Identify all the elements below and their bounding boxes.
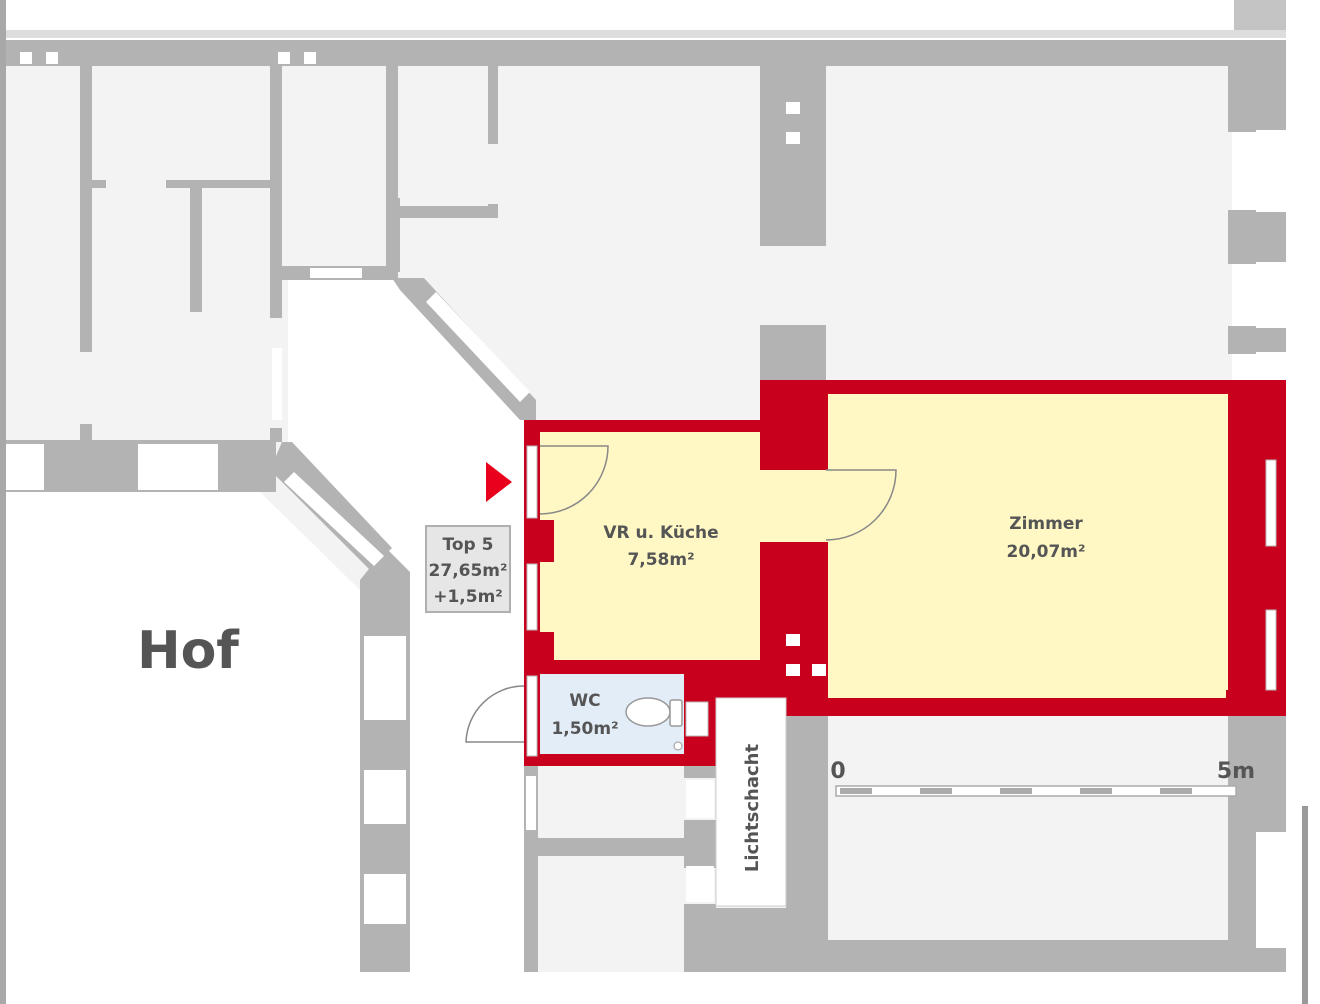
room-zimmer-name: Zimmer — [1009, 514, 1083, 534]
top-right-block — [1234, 0, 1286, 30]
unit-windows — [526, 445, 1277, 757]
scale-end-label: 5m — [1217, 759, 1255, 784]
shaft-block — [716, 634, 826, 906]
entrance-arrow-icon — [486, 462, 512, 502]
room-passage-floor — [758, 470, 830, 542]
top-divider — [6, 30, 1286, 38]
door-zimmer — [825, 469, 897, 541]
door-wc — [465, 685, 525, 743]
stairwell-area — [288, 278, 528, 972]
scale-start-label: 0 — [830, 759, 845, 784]
left-border-line — [0, 0, 6, 1004]
room-wc-name: WC — [569, 691, 600, 711]
scale-segments — [840, 788, 1192, 794]
scale-segment — [1080, 788, 1112, 794]
room-kitchen-floor — [540, 432, 760, 660]
room-zimmer-area: 20,07m² — [1007, 542, 1086, 562]
unit-info-box — [425, 525, 511, 613]
courtyard-area — [6, 492, 360, 972]
right-edge-line — [1302, 806, 1308, 1004]
unit-name: Top 5 — [443, 535, 494, 555]
room-kitchen-name: VR u. Küche — [603, 523, 718, 543]
scale-segment — [840, 788, 872, 794]
unit-area: 27,65m² — [429, 561, 508, 581]
door-kitchen — [539, 445, 609, 515]
scale-segment — [920, 788, 952, 794]
scale-bar-frame — [835, 785, 1237, 797]
shaft-label: Lichtschacht — [742, 744, 763, 873]
doors — [465, 445, 897, 743]
unit-extra-area: +1,5m² — [433, 587, 503, 607]
unit-wall-details — [526, 394, 1286, 716]
room-wc-area: 1,50m² — [551, 719, 618, 739]
scale-segment — [1160, 788, 1192, 794]
pipe-marker — [673, 741, 683, 751]
room-kitchen-area: 7,58m² — [627, 550, 694, 570]
shaft-outline — [715, 697, 787, 907]
room-zimmer-floor — [828, 394, 1228, 698]
wall-openings — [6, 52, 1286, 948]
courtyard-label: Hof — [137, 621, 240, 681]
scale-bar: 0 5m — [830, 759, 1255, 797]
scale-segment — [1000, 788, 1032, 794]
toilet-icon — [625, 697, 683, 727]
